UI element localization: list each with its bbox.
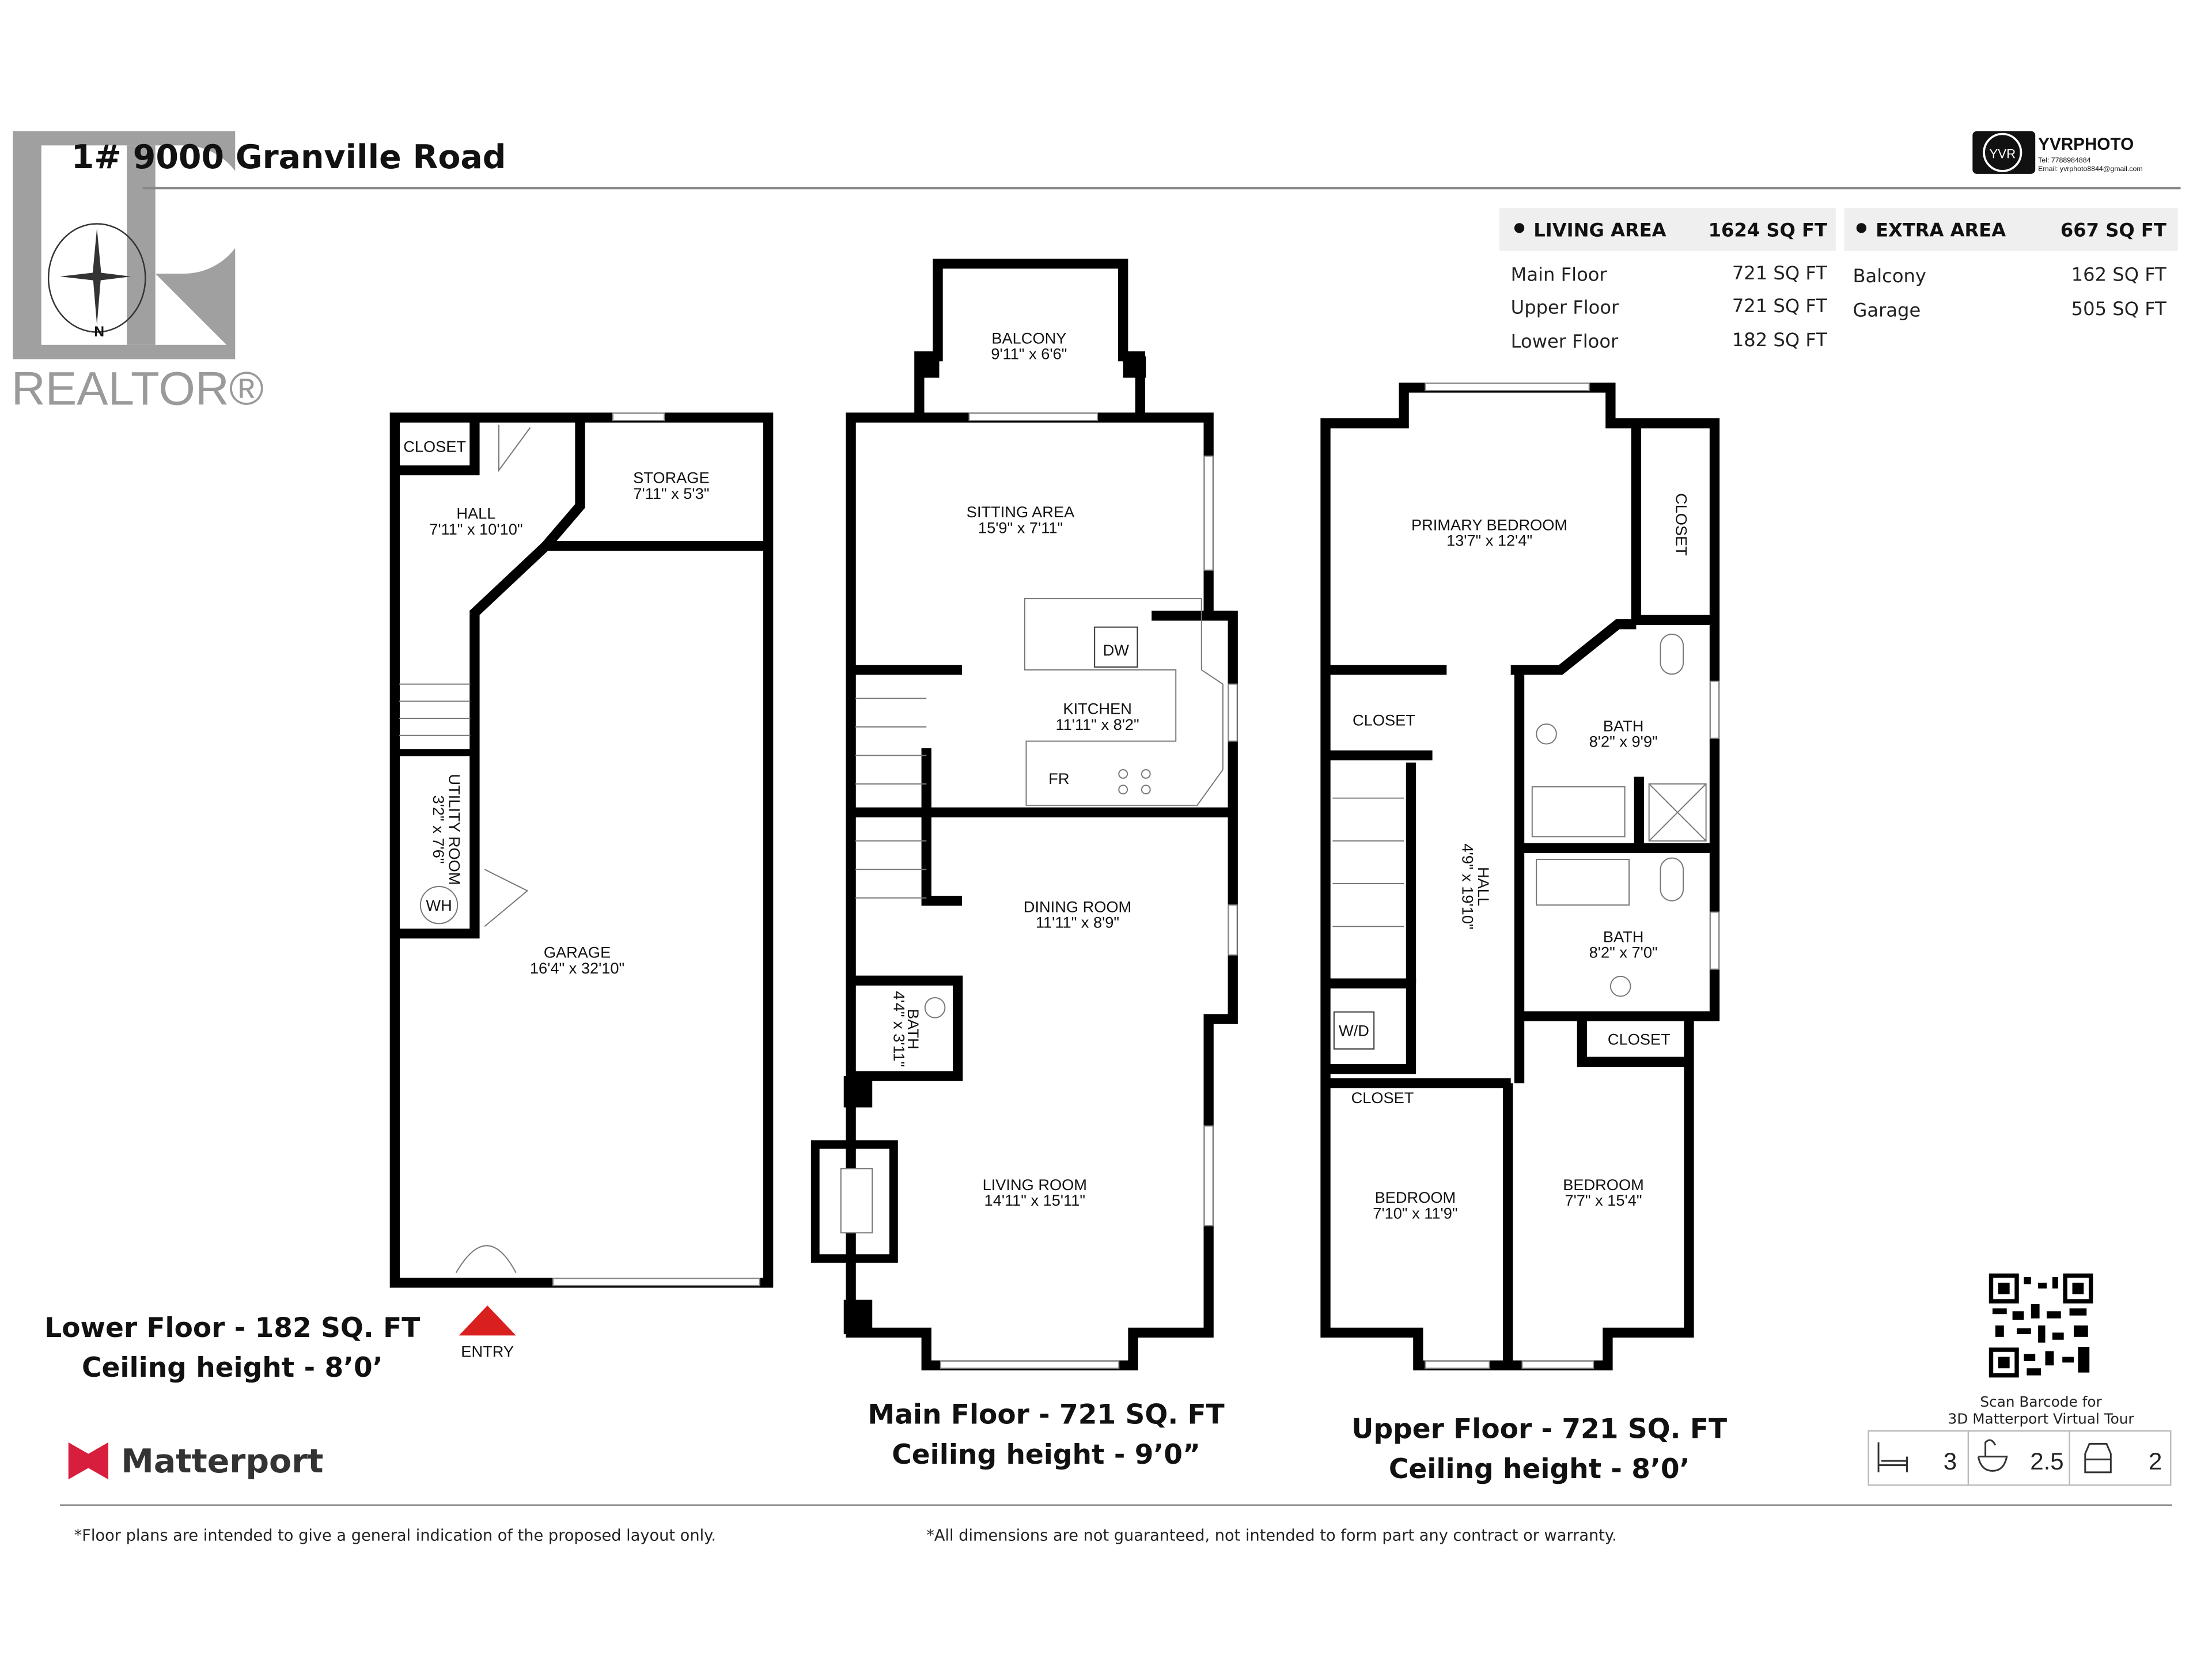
main-floor-caption: Main Floor - 721 SQ. FT xyxy=(868,1399,1224,1431)
svg-text:BATH: BATH xyxy=(1603,717,1644,734)
page-title: 1# 9000 Granville Road xyxy=(71,138,506,176)
svg-text:STORAGE: STORAGE xyxy=(633,469,710,487)
svg-text:Balcony: Balcony xyxy=(1853,265,1926,287)
svg-text:7'11" x 5'3": 7'11" x 5'3" xyxy=(633,484,709,502)
svg-text:15'9" x 7'11": 15'9" x 7'11" xyxy=(978,518,1063,536)
bedrooms-count: 3 xyxy=(1944,1448,1957,1475)
parking-count: 2 xyxy=(2149,1448,2162,1475)
svg-text:PRIMARY BEDROOM: PRIMARY BEDROOM xyxy=(1411,516,1567,533)
svg-text:4'9" x 19'10": 4'9" x 19'10" xyxy=(1459,843,1477,929)
svg-text:EXTRA AREA: EXTRA AREA xyxy=(1876,219,2006,241)
svg-text:3'2" x 7'6": 3'2" x 7'6" xyxy=(430,796,448,864)
svg-text:721 SQ FT: 721 SQ FT xyxy=(1732,262,1827,284)
svg-text:WH: WH xyxy=(426,896,452,914)
compass-icon: N xyxy=(47,223,146,340)
svg-text:GARAGE: GARAGE xyxy=(544,944,611,961)
car-icon xyxy=(2084,1442,2112,1474)
svg-text:REALTOR®: REALTOR® xyxy=(12,363,264,415)
svg-text:FR: FR xyxy=(1048,770,1069,787)
svg-text:YVRPHOTO: YVRPHOTO xyxy=(2038,135,2134,154)
svg-text:Ceiling height - 8’0’: Ceiling height - 8’0’ xyxy=(1389,1453,1690,1485)
svg-text:UTILITY ROOM: UTILITY ROOM xyxy=(445,774,463,885)
svg-text:Matterport: Matterport xyxy=(121,1442,323,1480)
svg-text:CLOSET: CLOSET xyxy=(403,437,466,455)
svg-text:1624 SQ FT: 1624 SQ FT xyxy=(1709,219,1827,241)
svg-text:DINING ROOM: DINING ROOM xyxy=(1024,898,1131,916)
svg-text:182 SQ FT: 182 SQ FT xyxy=(1732,329,1827,351)
svg-text:667 SQ FT: 667 SQ FT xyxy=(2061,219,2166,241)
svg-text:Garage: Garage xyxy=(1853,299,1921,321)
lower-floor-plan: WH CLOSET HALL 7'11" x 10'10" STORAGE 7'… xyxy=(389,412,774,1288)
svg-text:7'7" x 15'4": 7'7" x 15'4" xyxy=(1565,1191,1642,1209)
svg-text:HALL: HALL xyxy=(1475,867,1493,906)
yvrphoto-logo: YVR YVRPHOTO Tel: 7788984884 Email: yvrp… xyxy=(1972,131,2143,174)
svg-text:721 SQ FT: 721 SQ FT xyxy=(1732,295,1827,317)
svg-text:16'4" x 32'10": 16'4" x 32'10" xyxy=(530,959,624,977)
svg-text:KITCHEN: KITCHEN xyxy=(1063,700,1131,718)
svg-text:LIVING ROOM: LIVING ROOM xyxy=(983,1176,1087,1194)
area-table: LIVING AREA 1624 SQ FT EXTRA AREA 667 SQ… xyxy=(1499,208,2178,353)
bathrooms-count: 2.5 xyxy=(2030,1448,2063,1475)
svg-text:DW: DW xyxy=(1103,641,1130,659)
svg-text:CLOSET: CLOSET xyxy=(1353,711,1415,729)
svg-text:CLOSET: CLOSET xyxy=(1351,1089,1414,1107)
svg-text:9'11" x 6'6": 9'11" x 6'6" xyxy=(991,345,1067,363)
svg-text:BALCONY: BALCONY xyxy=(991,329,1066,347)
svg-text:YVR: YVR xyxy=(1989,147,2016,161)
svg-text:SITTING AREA: SITTING AREA xyxy=(967,503,1075,521)
svg-text:Tel: 7788984884: Tel: 7788984884 xyxy=(2038,156,2091,164)
svg-text:CLOSET: CLOSET xyxy=(1673,493,1691,556)
svg-text:Ceiling height - 9’0”: Ceiling height - 9’0” xyxy=(892,1439,1200,1471)
svg-text:Scan Barcode for: Scan Barcode for xyxy=(1980,1393,2102,1410)
svg-text:CLOSET: CLOSET xyxy=(1608,1031,1671,1048)
bed-icon xyxy=(1877,1442,1908,1472)
realtor-logo: REALTOR® xyxy=(12,131,264,415)
svg-text:162 SQ FT: 162 SQ FT xyxy=(2071,263,2166,285)
main-floor-plan: DW FR BALCONY 9'11" x 6'6" SITTING AREA … xyxy=(810,259,1238,1370)
svg-text:505 SQ FT: 505 SQ FT xyxy=(2071,298,2166,320)
upper-floor-caption: Upper Floor - 721 SQ. FT xyxy=(1351,1413,1727,1445)
entry-marker: ENTRY xyxy=(459,1305,516,1360)
svg-text:7'10" x 11'9": 7'10" x 11'9" xyxy=(1373,1204,1457,1222)
lower-floor-caption: Lower Floor - 182 SQ. FT xyxy=(44,1312,420,1344)
svg-text:Email: yvrphoto8844@gmail.com: Email: yvrphoto8844@gmail.com xyxy=(2038,165,2143,173)
svg-text:W/D: W/D xyxy=(1339,1022,1369,1040)
svg-text:BEDROOM: BEDROOM xyxy=(1563,1176,1644,1194)
matterport-logo: Matterport xyxy=(68,1442,323,1480)
svg-text:Ceiling height - 8’0’: Ceiling height - 8’0’ xyxy=(82,1352,383,1384)
svg-text:BATH: BATH xyxy=(904,1009,922,1050)
svg-text:14'11" x 15'11": 14'11" x 15'11" xyxy=(984,1191,1085,1209)
svg-text:13'7" x 12'4": 13'7" x 12'4" xyxy=(1446,532,1532,550)
svg-text:3D Matterport Virtual Tour: 3D Matterport Virtual Tour xyxy=(1948,1411,2135,1427)
upper-floor-plan: W/D PRIMARY BEDROOM 13'7" x 12'4" CLOSET… xyxy=(1320,382,1720,1370)
qr-code[interactable] xyxy=(1988,1272,2094,1378)
svg-text:ENTRY: ENTRY xyxy=(461,1342,514,1360)
svg-text:8'2" x 7'0": 8'2" x 7'0" xyxy=(1589,944,1658,961)
svg-text:Upper Floor: Upper Floor xyxy=(1511,296,1619,318)
svg-text:11'11" x 8'9": 11'11" x 8'9" xyxy=(1036,914,1119,931)
svg-text:4'4" x 3'11": 4'4" x 3'11" xyxy=(890,991,908,1067)
svg-text:Main Floor: Main Floor xyxy=(1511,263,1608,285)
bathtub-icon xyxy=(1977,1439,2008,1472)
svg-text:N: N xyxy=(94,324,104,340)
svg-text:BATH: BATH xyxy=(1603,927,1644,945)
svg-text:BEDROOM: BEDROOM xyxy=(1375,1188,1456,1206)
svg-text:11'11" x 8'2": 11'11" x 8'2" xyxy=(1056,715,1139,733)
svg-text:Lower Floor: Lower Floor xyxy=(1511,331,1619,353)
svg-text:HALL: HALL xyxy=(456,505,495,522)
svg-text:LIVING AREA: LIVING AREA xyxy=(1533,219,1666,241)
disclaimer-left: *Floor plans are intended to give a gene… xyxy=(74,1527,716,1545)
property-stats: 3 2.5 2 xyxy=(1868,1430,2172,1486)
svg-text:7'11" x 10'10": 7'11" x 10'10" xyxy=(429,520,522,538)
svg-text:8'2" x 9'9": 8'2" x 9'9" xyxy=(1589,732,1658,750)
entry-arrow-icon xyxy=(459,1305,516,1336)
disclaimer-right: *All dimensions are not guaranteed, not … xyxy=(926,1527,1617,1545)
